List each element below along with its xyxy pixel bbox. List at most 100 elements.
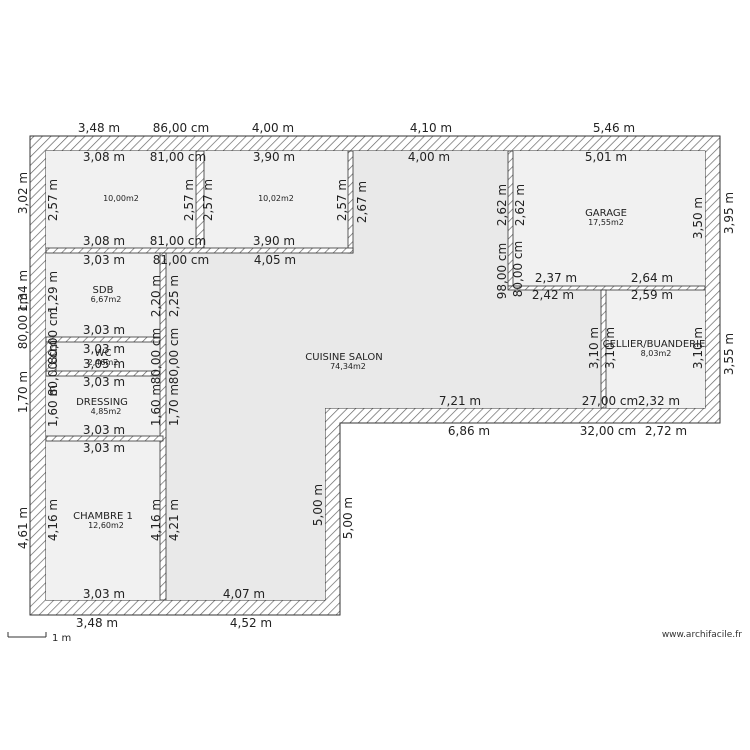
- room-cellier: [606, 290, 705, 408]
- bedroom-2-area: 10,02m2: [258, 194, 294, 203]
- dim-step-outer-1: 6,86 m: [448, 424, 490, 438]
- dim-left-outer-1: 3,02 m: [16, 172, 30, 214]
- room-bedroom-1: [46, 151, 196, 248]
- garage-name: GARAGE: [585, 208, 627, 219]
- dim-wall-garage-left-4: 80,00 cm: [511, 241, 525, 297]
- cellier-area: 8,03m2: [641, 349, 672, 358]
- dim-step-outer-3: 2,72 m: [645, 424, 687, 438]
- dim-wall-cellier-left-2: 3,10 m: [603, 327, 617, 369]
- dressing-area: 4,85m2: [91, 407, 122, 416]
- dim-wall-garage-left-1: 2,62 m: [495, 184, 509, 226]
- dim-left-outer-3: 80,00 cm: [16, 293, 30, 349]
- dim-left-inner-3: 80,00 cm: [46, 308, 60, 364]
- scale-bar: 1 m: [7, 632, 71, 644]
- chambre-1-name: CHAMBRE 1: [73, 511, 133, 522]
- room-dressing: [46, 376, 160, 436]
- dim-wall-dress-right-2: 1,70 m: [167, 384, 181, 426]
- dim-wall-sdb-right-2: 2,25 m: [167, 275, 181, 317]
- dim-wall-mid-2: 80,00 cm: [167, 328, 181, 384]
- dim-sdb-bottom: 3,03 m: [83, 323, 125, 337]
- dim-top-outer-1: 3,48 m: [78, 121, 120, 135]
- credit-text: www.archifacile.fr: [662, 630, 742, 640]
- dim-wc-top: 3,03 m: [83, 342, 125, 356]
- dim-wall-dress-right-1: 1,60 m: [149, 384, 163, 426]
- dim-bedrooms-bottom-2: 81,00 cm: [150, 234, 206, 248]
- room-bedroom-2: [204, 151, 348, 248]
- room-wc: [56, 342, 160, 371]
- cellier-name: CELLIER/BUANDERIE: [603, 339, 706, 350]
- dim-right-outer-1: 3,95 m: [722, 192, 736, 234]
- dim-wall-kitchen-step-1: 5,00 m: [311, 484, 325, 526]
- dim-bedrooms-bottom-1: 3,08 m: [83, 234, 125, 248]
- dim-wall-garage-left-3: 98,00 cm: [495, 243, 509, 299]
- sdb-area: 6,67m2: [91, 295, 122, 304]
- dim-left-outer-4: 1,70 m: [16, 371, 30, 413]
- dim-garage-bottom-2: 2,64 m: [631, 271, 673, 285]
- dim-wall-kitchen-step-2: 5,00 m: [341, 497, 355, 539]
- vertical-dimensions: 3,02 m 1,34 m 80,00 cm 1,70 m 4,61 m 2,5…: [16, 172, 736, 549]
- garage-area: 17,55m2: [588, 218, 624, 227]
- dim-chambre-top: 3,03 m: [83, 441, 125, 455]
- dim-wall-bed2-right-1: 2,57 m: [335, 179, 349, 221]
- dim-garage-bottom-1: 2,37 m: [535, 271, 577, 285]
- wc-name: WC: [95, 348, 112, 359]
- dim-wall-mid-1: 80,00 cm: [149, 328, 163, 384]
- dim-cellier-top-1: 2,42 m: [532, 288, 574, 302]
- dim-wall-sdb-right-1: 2,20 m: [149, 275, 163, 317]
- dim-top-outer-2: 86,00 cm: [153, 121, 209, 135]
- dim-step-inner-1: 7,21 m: [439, 394, 481, 408]
- dim-left-outer-2: 1,34 m: [16, 270, 30, 312]
- dim-left-inner-6: 4,16 m: [46, 499, 60, 541]
- dim-step-outer-2: 32,00 cm: [580, 424, 636, 438]
- dim-left-inner-1: 2,57 m: [46, 179, 60, 221]
- dim-left-inner-5: 1,60 m: [46, 385, 60, 427]
- scale-label: 1 m: [52, 633, 71, 644]
- dim-right-outer-2: 3,55 m: [722, 333, 736, 375]
- dressing-name: DRESSING: [76, 397, 128, 408]
- dim-dressing-bottom: 3,03 m: [83, 423, 125, 437]
- dim-chambre-bottom: 3,03 m: [83, 587, 125, 601]
- dim-left-inner-2: 1,29 m: [46, 271, 60, 313]
- dim-wall-bed2-right-2: 2,67 m: [355, 181, 369, 223]
- horizontal-dimensions: 3,48 m 86,00 cm 4,00 m 4,10 m 5,46 m 3,0…: [76, 121, 687, 630]
- dim-cellier-top-2: 2,59 m: [631, 288, 673, 302]
- wc-area: 2,46m2: [88, 358, 119, 367]
- room-chambre-1: [46, 441, 163, 600]
- dim-below-bedrooms-3: 4,05 m: [254, 253, 296, 267]
- dim-wall-garage-left-2: 2,62 m: [513, 184, 527, 226]
- dim-wall-bed1-right: 2,57 m: [182, 179, 196, 221]
- dim-wall-cellier-left-1: 3,10 m: [587, 327, 601, 369]
- dim-wall-bed2-left: 2,57 m: [201, 179, 215, 221]
- dim-top-inner-2: 81,00 cm: [150, 150, 206, 164]
- dim-step-inner-2: 27,00 cm: [582, 394, 638, 408]
- dim-right-inner-2: 3,10 m: [691, 327, 705, 369]
- dim-kitchen-bottom: 4,07 m: [223, 587, 265, 601]
- room-sdb: [46, 253, 160, 337]
- dim-left-inner-4: 80,00 cm: [46, 340, 60, 396]
- dim-wc-bottom: 3,05 m: [83, 357, 125, 371]
- dim-step-inner-3: 2,32 m: [638, 394, 680, 408]
- dim-top-inner-1: 3,08 m: [83, 150, 125, 164]
- dim-top-outer-3: 4,00 m: [252, 121, 294, 135]
- dim-below-bedrooms-1: 3,03 m: [83, 253, 125, 267]
- dim-right-inner-1: 3,50 m: [691, 197, 705, 239]
- bedroom-1-area: 10,00m2: [103, 194, 139, 203]
- dim-left-outer-5: 4,61 m: [16, 507, 30, 549]
- room-labels: 10,00m2 10,02m2 GARAGE 17,55m2 SDB 6,67m…: [73, 194, 705, 530]
- dim-bottom-outer-2: 4,52 m: [230, 616, 272, 630]
- dim-wall-chambre-right-2: 4,21 m: [167, 499, 181, 541]
- dim-below-bedrooms-2: 81,00 cm: [153, 253, 209, 267]
- dim-bottom-outer-1: 3,48 m: [76, 616, 118, 630]
- dim-top-outer-5: 5,46 m: [593, 121, 635, 135]
- chambre-1-area: 12,60m2: [88, 521, 124, 530]
- kitchen-area: 74,34m2: [330, 362, 366, 371]
- room-garage: [513, 151, 705, 286]
- dim-top-outer-4: 4,10 m: [410, 121, 452, 135]
- interior-walls: [45, 150, 706, 601]
- sdb-name: SDB: [93, 285, 114, 296]
- dim-top-inner-4: 4,00 m: [408, 150, 450, 164]
- dim-wall-chambre-right-1: 4,16 m: [149, 499, 163, 541]
- dim-dressing-top: 3,03 m: [83, 375, 125, 389]
- dim-top-inner-5: 5,01 m: [585, 150, 627, 164]
